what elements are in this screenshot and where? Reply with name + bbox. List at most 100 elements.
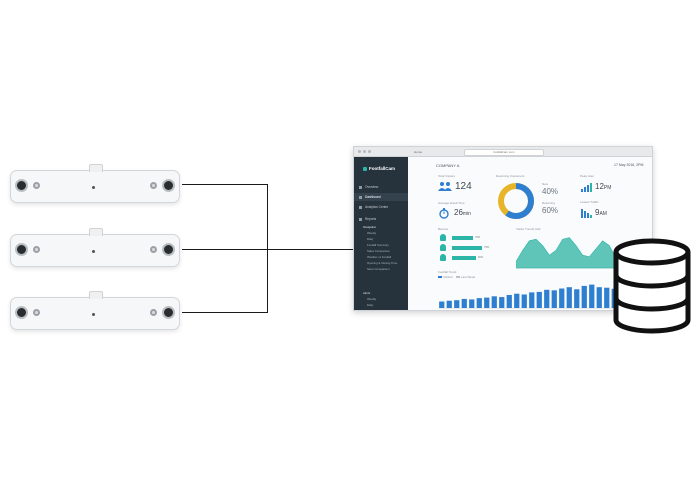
footfall-bar — [551, 290, 557, 308]
footfall-bar — [476, 298, 482, 308]
legend-label: Last Week — [461, 275, 476, 279]
camera-lens-icon — [15, 306, 28, 319]
company-name: COMPANY A — [436, 163, 460, 168]
people-icon — [438, 182, 452, 191]
footfall-bar — [439, 301, 445, 308]
sidebar-subitem[interactable]: Weekly — [367, 231, 377, 235]
dashboard-window: Home footfallcam.com FootfallCam Overvie… — [353, 146, 653, 311]
footfall-bar — [559, 288, 565, 308]
donut-label: Returning Customers — [496, 174, 525, 178]
footfall-bar — [544, 289, 550, 308]
dwell-time-number: 26 — [454, 208, 463, 217]
camera-mount-tab — [89, 228, 103, 236]
sidebar-subitem[interactable]: Weekly — [367, 297, 377, 301]
legend-label: Visitors — [443, 275, 453, 279]
sidebar-subitem[interactable]: Sales Comparison — [367, 249, 390, 253]
bounce-bar — [452, 236, 473, 240]
bounce-bar — [452, 256, 476, 260]
logo-icon — [363, 166, 367, 171]
area-series — [516, 237, 616, 269]
sidebar-subitem[interactable]: Footfall Summary — [367, 243, 389, 247]
reports-icon — [359, 217, 362, 221]
footfall-bar — [461, 298, 467, 308]
footfall-bar — [536, 291, 542, 308]
sidebar-item-dashboard[interactable]: Dashboard — [354, 193, 408, 201]
logo-text: FootfallCam — [369, 166, 396, 171]
connection-line — [182, 184, 268, 185]
sidebar-subitem[interactable]: Daily — [367, 303, 374, 307]
sidebar-item-overview[interactable]: Overview — [354, 183, 408, 191]
date-time: 17 May 2016, 2PM — [614, 163, 644, 167]
camera-sensor-icon — [33, 246, 40, 253]
sidebar-item-reports[interactable]: Reports — [354, 215, 408, 223]
sidebar: FootfallCam Overview Dashboard Analytics… — [354, 157, 408, 310]
donut-returning-arc — [498, 183, 534, 219]
sidebar-subitem[interactable]: Store Comparison — [367, 267, 390, 271]
sidebar-subitem[interactable]: Opening & Closing Time — [367, 261, 398, 265]
footfall-bar-chart — [438, 284, 618, 309]
sidebar-item-analytics[interactable]: Analytics Centre — [354, 203, 408, 211]
total-visitors-value: 124 — [455, 181, 472, 192]
kpi-label: Average Dwell Time — [438, 201, 465, 205]
camera-mount-tab — [89, 164, 103, 172]
sidebar-item-label: Dashboard — [365, 195, 381, 199]
camera-led-icon — [92, 186, 95, 189]
bounce-bar — [452, 246, 482, 250]
kpi-label: Returning — [542, 201, 556, 205]
bars-label: Bounce — [438, 227, 449, 231]
footfall-bar — [446, 300, 452, 308]
area-chart-label: Visitor Trends (All) — [516, 227, 541, 231]
bounce-bar-label: 75% — [484, 246, 490, 249]
footfall-bar — [454, 300, 460, 308]
camera-lens-icon — [162, 243, 175, 256]
footfall-bar — [574, 289, 580, 308]
footfall-bar — [491, 296, 497, 308]
sidebar-section-label: Navigation — [363, 225, 377, 229]
home-icon — [359, 185, 362, 189]
app-logo: FootfallCam — [363, 166, 395, 171]
camera-led-icon — [92, 313, 95, 316]
footfall-bar — [521, 294, 527, 308]
footfall-bar — [469, 299, 475, 308]
female-figure-icon — [440, 244, 446, 251]
sidebar-section-label: Alerts — [363, 291, 371, 295]
camera-mount-tab — [89, 291, 103, 299]
kpi-label: New — [542, 182, 549, 186]
dwell-time-unit: min — [462, 211, 471, 217]
camera-lens-icon — [162, 179, 175, 192]
kpi-label: Lowest Traffic — [580, 200, 599, 204]
legend-item-visitors: Visitors — [438, 275, 453, 279]
footfall-bar — [514, 293, 520, 308]
lowest-hour-value: 9AM — [595, 209, 607, 218]
camera-sensor-icon — [150, 246, 157, 253]
connection-line — [182, 312, 268, 313]
footfall-bar — [589, 284, 595, 308]
visitor-trends-area-chart — [516, 237, 616, 269]
child-figure-icon — [440, 254, 446, 261]
dwell-time-value: 26min — [454, 209, 471, 218]
people-counter-camera — [10, 291, 180, 330]
sidebar-subitem[interactable]: Weather vs Footfall — [367, 255, 392, 259]
legend-item-last-week: Last Week — [456, 275, 475, 279]
sidebar-item-label: Overview — [365, 185, 379, 189]
male-figure-icon — [440, 234, 446, 241]
address-bar[interactable]: footfallcam.com — [464, 149, 544, 156]
connection-line — [267, 184, 268, 313]
camera-sensor-icon — [150, 182, 157, 189]
camera-sensor-icon — [150, 309, 157, 316]
camera-led-icon — [92, 250, 95, 253]
footfall-bar — [596, 287, 602, 308]
peak-hour-number: 12 — [595, 182, 604, 191]
lowest-hour-unit: AM — [599, 211, 607, 217]
camera-lens-icon — [15, 179, 28, 192]
kpi-label: Total Visitors — [438, 174, 455, 178]
returning-percentage: 60% — [542, 206, 559, 215]
browser-chrome: Home footfallcam.com — [354, 147, 652, 157]
sidebar-subitem[interactable]: Daily — [367, 237, 374, 241]
returning-donut-chart — [498, 183, 534, 219]
sidebar-item-label: Analytics Centre — [365, 205, 389, 209]
people-counter-camera — [10, 164, 180, 203]
peak-hour-value: 12PM — [595, 183, 611, 192]
peak-hour-unit: PM — [603, 185, 612, 191]
browser-tab[interactable]: Home — [414, 150, 423, 154]
